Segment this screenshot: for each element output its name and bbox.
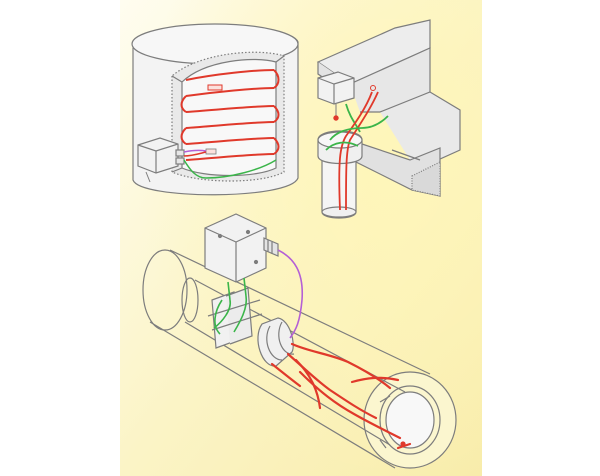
pipe-outer-far-end bbox=[142, 249, 188, 331]
tank-inner-wall bbox=[181, 58, 277, 177]
duct-hatched-end bbox=[411, 161, 441, 197]
tank-end-seal bbox=[207, 84, 223, 91]
pipe-coupling bbox=[257, 317, 294, 367]
pipe-inner-end bbox=[385, 391, 435, 449]
valve-junction-box bbox=[317, 71, 355, 105]
valve-heating-cable bbox=[325, 85, 389, 211]
tank-junction-box bbox=[137, 137, 185, 174]
tank-support-line bbox=[145, 171, 151, 183]
cable-gland-icon bbox=[175, 149, 185, 157]
tank-leads bbox=[183, 149, 277, 179]
tank-scene bbox=[131, 23, 299, 196]
tank-heating-cable bbox=[180, 69, 280, 161]
pipe-end-seal bbox=[400, 441, 406, 447]
pipe-flange bbox=[379, 385, 441, 455]
pipe-junction-box bbox=[204, 213, 279, 283]
pipe-leads bbox=[213, 249, 303, 339]
pipe-heating-cable bbox=[270, 342, 412, 450]
tank-splice bbox=[205, 148, 217, 155]
pipe-scene bbox=[142, 249, 457, 469]
